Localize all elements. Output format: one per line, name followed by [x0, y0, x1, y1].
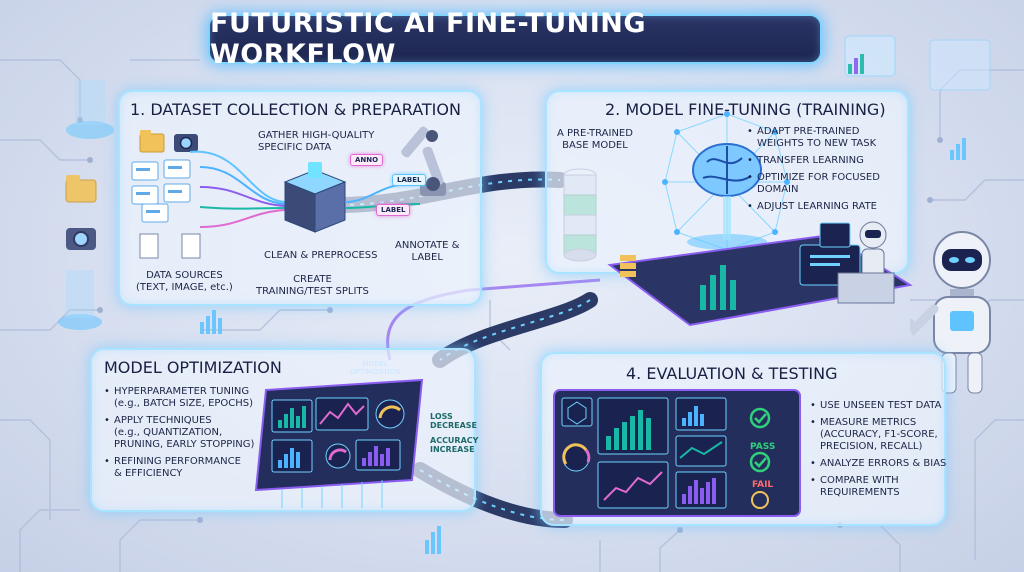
training-bullet: TRANSFER LEARNING: [747, 155, 880, 167]
anno-tag: ANNO: [350, 154, 383, 166]
evaluation-dashboard: [552, 388, 802, 518]
label-tag-1: LABEL: [392, 174, 426, 186]
optimization-panel: MODEL OPTIMIZATION HYPERPARAMETER TUNING…: [90, 348, 476, 512]
small-robot-icon: [818, 215, 898, 310]
evaluation-bullet: ANALYZE ERRORS & BIAS: [810, 458, 946, 470]
pass-status: PASS: [750, 442, 775, 452]
dataset-panel: 1. DATASET COLLECTION & PREPARATION: [118, 90, 482, 306]
evaluation-bullet: MEASURE METRICS(ACCURACY, F1-SCORE,PRECI…: [810, 417, 946, 453]
optimization-dashboard: [252, 360, 428, 510]
fail-status: FAIL: [752, 480, 773, 490]
optimization-bullet: REFINING PERFORMANCE& EFFICIENCY: [104, 456, 254, 480]
label-tag-2: LABEL: [376, 204, 410, 216]
evaluation-bullet: USE UNSEEN TEST DATA: [810, 400, 946, 412]
evaluation-panel-title: 4. EVALUATION & TESTING: [626, 364, 837, 383]
optimization-bullet: HYPERPARAMETER TUNING(e.g., BATCH SIZE, …: [104, 386, 254, 410]
data-sources-label: DATA SOURCES(TEXT, IMAGE, etc.): [136, 270, 233, 294]
optimization-bullets: HYPERPARAMETER TUNING(e.g., BATCH SIZE, …: [104, 386, 254, 485]
clean-preprocess-label: CLEAN & PREPROCESS: [264, 250, 378, 262]
annotate-label: ANNOTATE &LABEL: [395, 240, 459, 264]
workflow-title: FUTURISTIC AI FINE-TUNING WORKFLOW: [208, 14, 822, 64]
optimization-bullet: APPLY TECHNIQUES(e.g., QUANTIZATION,PRUN…: [104, 415, 254, 451]
evaluation-bullets: USE UNSEEN TEST DATA MEASURE METRICS(ACC…: [810, 400, 946, 504]
evaluation-panel: 4. EVALUATION & TESTING PASS FAIL USE UN…: [540, 352, 946, 526]
training-bullet: ADJUST LEARNING RATE: [747, 201, 880, 213]
